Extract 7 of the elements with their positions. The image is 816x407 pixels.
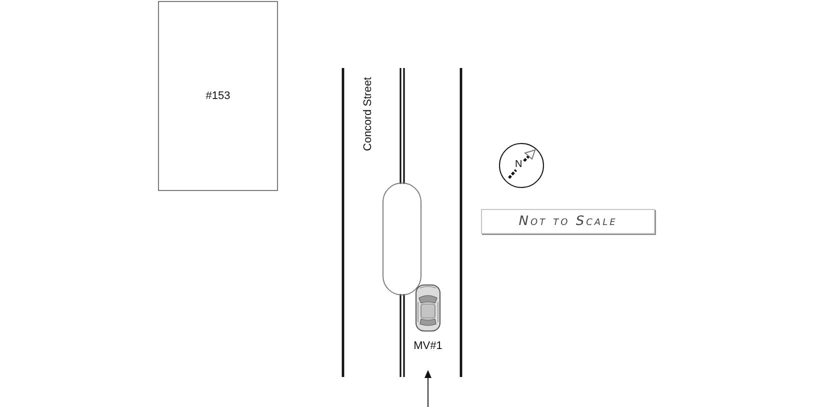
compass-circle xyxy=(499,143,544,188)
scale-note: Not to Scale xyxy=(481,209,655,234)
street-name: Concord Street xyxy=(362,77,374,151)
vehicle-label: MV#1 xyxy=(414,340,442,352)
building-outline xyxy=(158,1,278,191)
north-label: N xyxy=(515,160,522,170)
building-number: #153 xyxy=(206,90,230,102)
